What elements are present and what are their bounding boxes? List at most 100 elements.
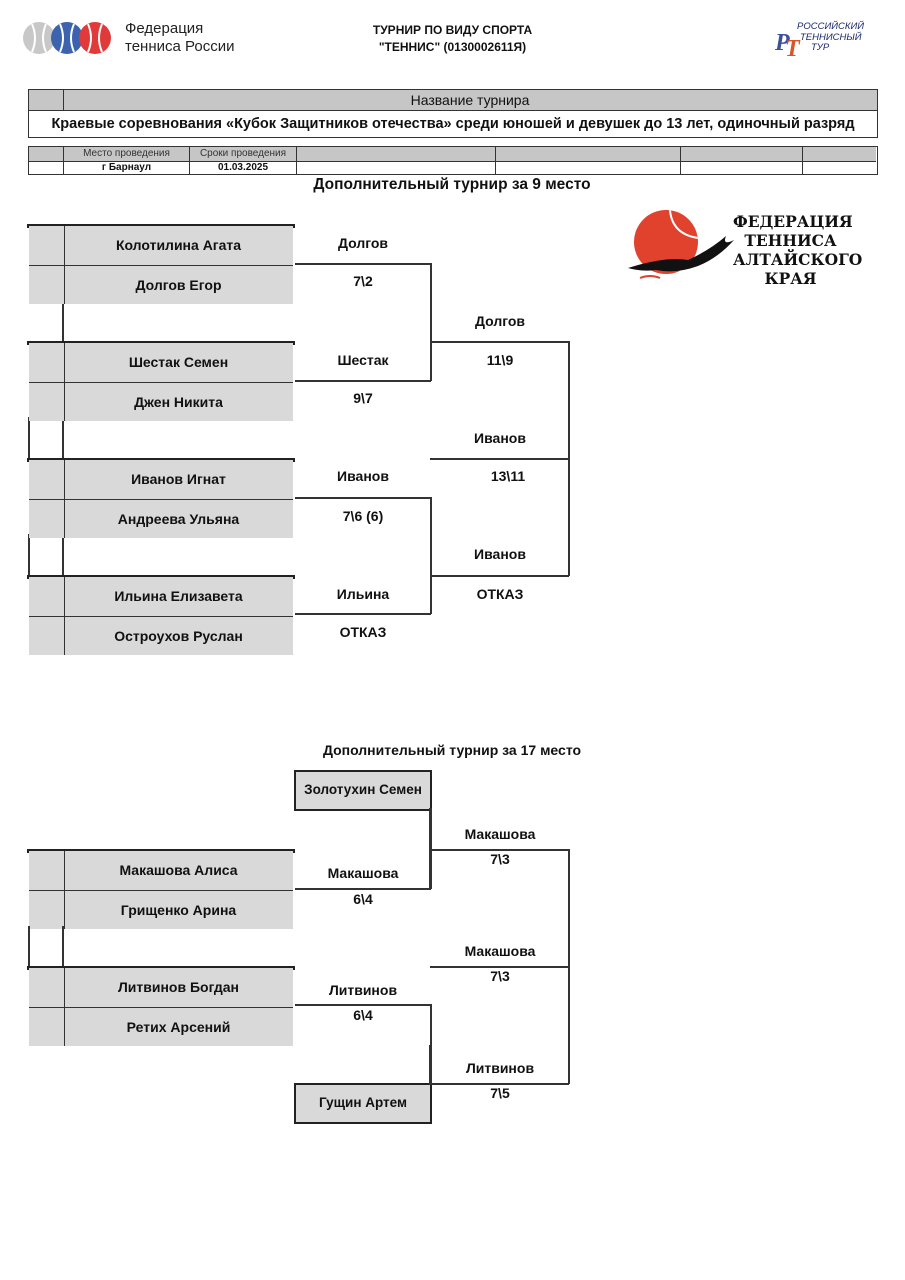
dates-value: 01.03.2025 xyxy=(217,162,269,173)
rtt-logo-icon: Р Т xyxy=(774,30,801,62)
info-empty-cell xyxy=(297,147,496,174)
bracket-divider xyxy=(28,417,30,461)
match-score: 6\4 xyxy=(353,891,373,907)
match-score: 11\9 xyxy=(486,352,514,368)
bracket-line xyxy=(430,341,569,343)
info-blank-cell xyxy=(29,147,64,174)
match-score: 7\3 xyxy=(490,851,510,867)
match-score: 7\5 xyxy=(490,1085,510,1101)
player-row[interactable]: Джен Никита xyxy=(29,382,293,421)
bracket-line xyxy=(429,1045,432,1085)
match-pair: Шестак Семен Джен Никита xyxy=(27,341,295,421)
bracket-line xyxy=(430,1004,432,1046)
bye-player[interactable]: Гущин Артем xyxy=(294,1083,432,1124)
bracket-divider xyxy=(28,534,30,578)
player-row[interactable]: Долгов Егор xyxy=(29,265,293,304)
dates-label: Сроки проведения xyxy=(190,147,296,162)
ftr-name-line1: Федерация xyxy=(125,20,204,37)
altai-federation-logo-icon xyxy=(628,210,734,279)
rtt-name-line1: РОССИЙСКИЙ xyxy=(797,21,865,32)
altai-name-line4: КРАЯ xyxy=(764,269,817,288)
player-row[interactable]: Колотилина Агата xyxy=(29,226,293,265)
bracket-line xyxy=(430,575,569,577)
bracket-divider xyxy=(62,534,64,578)
bracket-divider xyxy=(62,926,64,968)
bracket-line xyxy=(430,458,569,460)
bracket-line xyxy=(430,497,432,614)
tournament-info-table: Место проведения г Барнаул Сроки проведе… xyxy=(28,146,878,175)
bracket-line xyxy=(295,1004,431,1006)
bracket-line xyxy=(295,888,431,890)
player-name: Долгов Егор xyxy=(135,277,222,293)
final-score: 7\3 xyxy=(490,968,510,984)
match-score: 7\2 xyxy=(353,273,373,289)
bracket-line xyxy=(430,1083,569,1085)
match-winner: Макашова xyxy=(464,826,536,842)
dates-cell: Сроки проведения 01.03.2025 xyxy=(190,147,297,174)
document-title: ТУРНИР ПО ВИДУ СПОРТА "ТЕННИС" (01300026… xyxy=(330,22,575,56)
match-score: 9\7 xyxy=(353,390,373,406)
bracket-line xyxy=(430,263,432,381)
document-title-line2: "ТЕННИС" (0130002611Я) xyxy=(378,40,527,54)
bracket9-title: Дополнительный турнир за 9 место xyxy=(313,176,591,193)
bracket-line xyxy=(295,263,431,265)
rtt-name-line3: ТУР xyxy=(811,42,830,53)
match-winner: Долгов xyxy=(474,313,526,329)
bracket-line xyxy=(295,380,431,382)
bracket-line xyxy=(295,613,431,615)
bracket-divider xyxy=(62,417,64,461)
svg-text:Р: Р xyxy=(774,30,790,56)
player-row[interactable]: Литвинов Богдан xyxy=(29,968,293,1007)
bracket-line xyxy=(430,849,569,851)
match-winner: Шестак xyxy=(337,352,389,368)
altai-name-line1: ФЕДЕРАЦИЯ xyxy=(733,212,853,231)
player-row[interactable]: Андреева Ульяна xyxy=(29,499,293,538)
match-score: 6\4 xyxy=(353,1007,373,1023)
venue-cell: Место проведения г Барнаул xyxy=(64,147,190,174)
altai-federation-name: ФЕДЕРАЦИЯ ТЕННИСА АЛТАЙСКОГО КРАЯ xyxy=(733,212,862,288)
player-name: Литвинов Богдан xyxy=(117,979,240,995)
player-name: Джен Никита xyxy=(134,394,223,410)
rtt-name: РОССИЙСКИЙ ТЕННИСНЫЙ ТУР xyxy=(797,21,865,54)
bye-player[interactable]: Золотухин Семен xyxy=(294,770,432,811)
player-name: Шестак Семен xyxy=(128,354,229,370)
match-score: ОТКАЗ xyxy=(476,586,524,602)
player-name: Андреева Ульяна xyxy=(117,511,240,527)
player-name: Ильина Елизавета xyxy=(114,588,243,604)
player-row[interactable]: Макашова Алиса xyxy=(29,851,293,890)
player-name: Колотилина Агата xyxy=(115,237,242,253)
match-winner: Иванов xyxy=(337,468,389,484)
bracket-line xyxy=(429,808,432,889)
match-score: ОТКАЗ xyxy=(339,624,387,640)
match-winner: Ильина xyxy=(336,586,390,602)
venue-label: Место проведения xyxy=(64,147,189,162)
player-name: Макашова Алиса xyxy=(119,862,238,878)
header-blank-cell xyxy=(29,90,64,110)
document-title-line1: ТУРНИР ПО ВИДУ СПОРТА xyxy=(372,23,533,37)
match-winner: Иванов xyxy=(474,546,526,562)
player-name: Остроухов Руслан xyxy=(114,628,243,644)
player-row[interactable]: Ильина Елизавета xyxy=(29,577,293,616)
match-winner: Макашова xyxy=(327,865,399,881)
bracket-divider xyxy=(28,926,30,968)
venue-value: г Барнаул xyxy=(101,162,152,173)
player-row[interactable]: Остроухов Руслан xyxy=(29,616,293,655)
final-winner: Макашова xyxy=(464,943,536,959)
match-score: 7\6 (6) xyxy=(342,508,384,524)
ftr-name-line2: тенниса России xyxy=(125,38,235,55)
tournament-name-label: Название турнира xyxy=(410,92,530,108)
info-empty-cell xyxy=(496,147,681,174)
final-winner: Иванов xyxy=(474,430,526,446)
tournament-name: Краевые соревнования «Кубок Защитников о… xyxy=(28,111,878,138)
match-winner: Литвинов xyxy=(465,1060,535,1076)
tournament-name-header: Название турнира xyxy=(28,89,878,111)
player-name: Иванов Игнат xyxy=(131,471,226,487)
match-pair: Макашова Алиса Грищенко Арина xyxy=(27,849,295,929)
player-row[interactable]: Грищенко Арина xyxy=(29,890,293,929)
match-winner: Долгов xyxy=(337,235,389,251)
final-score: 13\11 xyxy=(490,468,526,484)
player-row[interactable]: Шестак Семен xyxy=(29,343,293,382)
info-empty-cell xyxy=(681,147,803,174)
player-row[interactable]: Иванов Игнат xyxy=(29,460,293,499)
player-row[interactable]: Ретих Арсений xyxy=(29,1007,293,1046)
